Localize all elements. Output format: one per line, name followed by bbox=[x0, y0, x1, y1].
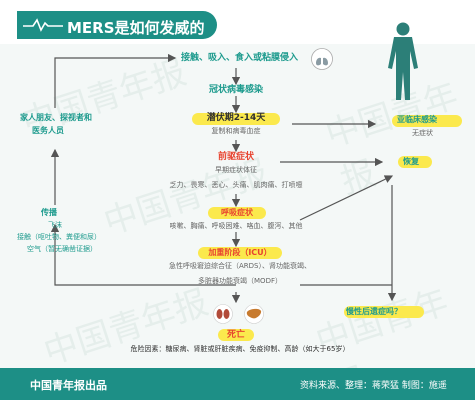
risk-factors: 危险因素：糖尿病、肾脏或肝脏疾病、免疫抑制、高龄（如大于65岁） bbox=[130, 345, 350, 353]
source-credit: 资料来源、整理：蒋荣猛 制图：施遥 bbox=[300, 381, 447, 391]
incubation-highlight bbox=[192, 113, 280, 125]
incubation-period: 潜伏期2-14天 bbox=[206, 113, 266, 123]
severe-highlight bbox=[198, 247, 282, 259]
recovery-highlight bbox=[398, 156, 432, 168]
death-outcome: 死亡 bbox=[226, 330, 246, 340]
infection-route: 接触、吸入、食入或粘膜侵入 bbox=[181, 53, 299, 63]
transmission-droplet: 飞沫 bbox=[48, 221, 62, 229]
respiratory-symptoms: 咳嗽、胸痛、呼吸困难、咯血、腹泻、其他 bbox=[169, 222, 303, 230]
publisher-credit: 中国青年报出品 bbox=[30, 379, 107, 392]
sequelae-highlight bbox=[344, 306, 424, 318]
recovery-label: 恢复 bbox=[403, 157, 419, 166]
contacts-label-2: 医务人员 bbox=[32, 126, 64, 135]
severe-stage: 加重阶段（ICU） bbox=[208, 248, 272, 257]
header: MERS是如何发威的 bbox=[0, 0, 475, 44]
heartbeat-icon bbox=[23, 18, 63, 32]
sequelae-question: 慢性后遗症吗？ bbox=[346, 307, 402, 316]
prodrome-detail: 早期症状体征 bbox=[215, 166, 257, 174]
virus-infection: 冠状病毒感染 bbox=[208, 85, 264, 95]
respiratory-highlight bbox=[208, 207, 266, 219]
footer: 中国青年报出品 资料来源、整理：蒋荣猛 制图：施遥 bbox=[0, 368, 475, 400]
transmission-contact: 接触（呕吐物、粪便和尿） bbox=[17, 233, 101, 241]
human-figure-icon bbox=[388, 22, 418, 100]
liver-icon bbox=[244, 304, 264, 324]
kidney-icon bbox=[213, 304, 233, 324]
contacts-label-1: 家人朋友、探视者和 bbox=[20, 113, 92, 122]
lungs-icon bbox=[311, 48, 333, 70]
death-highlight bbox=[218, 329, 254, 341]
severe-detail-1: 急性呼吸窘迫综合征（ARDS）、肾功能衰竭、 bbox=[169, 262, 311, 270]
severe-detail-2: 多脏器功能衰竭（MODF） bbox=[198, 277, 282, 285]
title-bar: MERS是如何发威的 bbox=[17, 11, 217, 39]
incubation-detail: 复制和病毒血症 bbox=[211, 127, 261, 135]
subclinical-infection: 亚临床感染 bbox=[397, 115, 437, 124]
subclinical-highlight bbox=[392, 115, 462, 127]
transmission-label: 传播 bbox=[41, 208, 57, 217]
page-title: MERS是如何发威的 bbox=[67, 19, 205, 37]
asymptomatic-label: 无症状 bbox=[412, 129, 433, 137]
prodrome-symptoms: 乏力、畏寒、恶心、头痛、肌肉痛、打喷嚏 bbox=[169, 181, 303, 189]
transmission-air: 空气（暂无确凿证据） bbox=[27, 245, 97, 253]
respiratory-stage: 呼吸症状 bbox=[221, 208, 253, 217]
prodrome-stage: 前驱症状 bbox=[217, 152, 255, 162]
